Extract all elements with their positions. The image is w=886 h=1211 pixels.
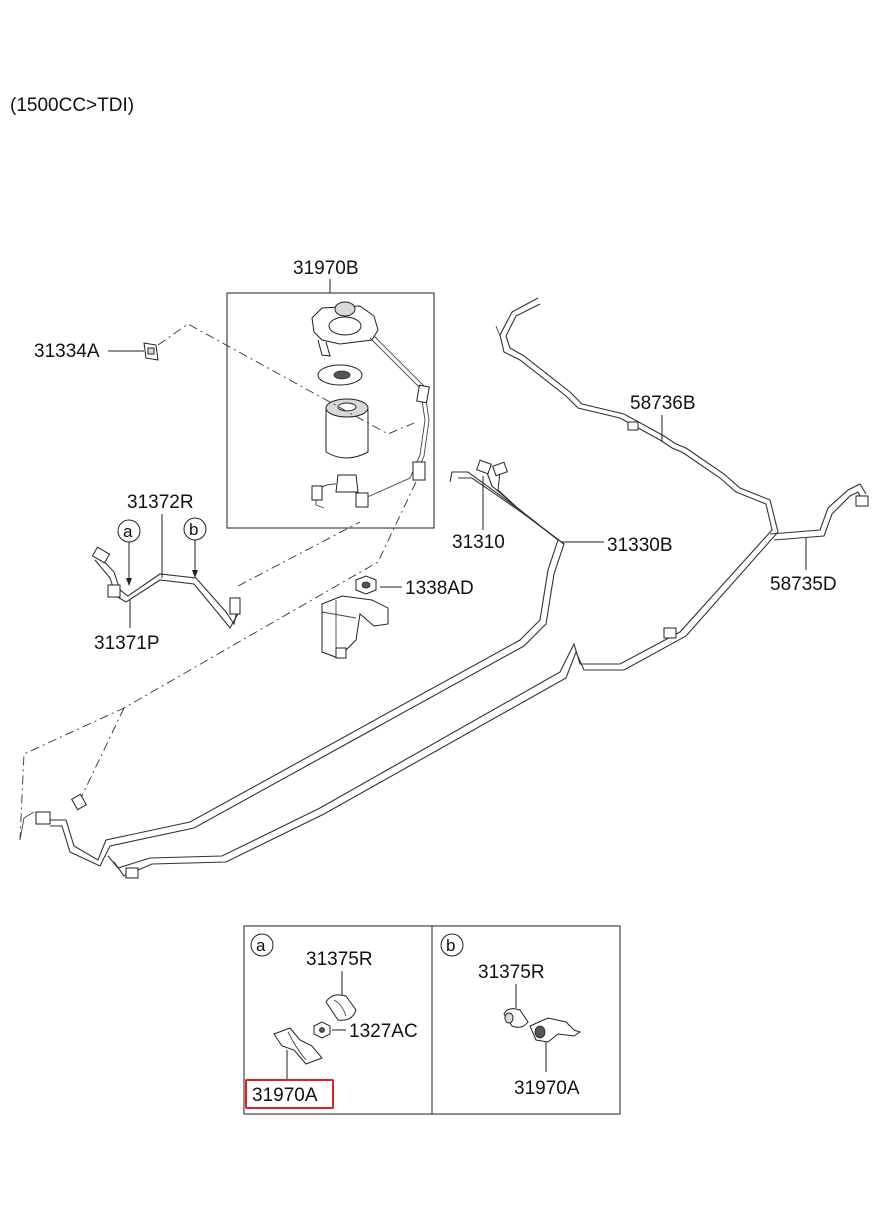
part-label-31371P[interactable]: 31371P <box>94 633 160 654</box>
detail-a-label-31375R[interactable]: 31375R <box>306 949 373 970</box>
detail-a-label-1327AC[interactable]: 1327AC <box>349 1021 418 1042</box>
detail-b-marker: b <box>440 933 464 957</box>
filter-cartridge <box>325 398 369 459</box>
svg-text:a: a <box>123 522 133 541</box>
clamp-31970A-a[interactable] <box>273 1027 323 1065</box>
svg-text:a: a <box>256 936 266 955</box>
filter-bracket <box>321 595 389 659</box>
detail-a-label-31970A[interactable]: 31970A <box>252 1085 318 1106</box>
part-label-31334A[interactable]: 31334A <box>34 341 100 362</box>
svg-text:b: b <box>189 520 198 539</box>
part-label-58735D[interactable]: 58735D <box>770 574 837 595</box>
part-label-58736B[interactable]: 58736B <box>630 393 696 414</box>
part-label-31970B[interactable]: 31970B <box>293 258 359 279</box>
detail-b-label-31375R[interactable]: 31375R <box>478 962 545 983</box>
vapor-line-58736B[interactable] <box>107 297 779 879</box>
callout-a-marker[interactable]: a <box>117 519 141 543</box>
filter-head <box>311 301 379 357</box>
fuel-line-31330B[interactable] <box>19 459 565 867</box>
highlight-31970A <box>245 1079 334 1109</box>
detail-panels <box>243 925 621 1115</box>
variant-title: (1500CC>TDI) <box>10 95 134 116</box>
detail-a-marker: a <box>250 933 274 957</box>
detail-b: b 31375R 31970A <box>440 933 582 1099</box>
vapor-line-58735D[interactable] <box>769 483 869 541</box>
rubber-insulator-b[interactable] <box>503 1008 529 1028</box>
detail-b-label-31970A[interactable]: 31970A <box>514 1078 580 1099</box>
part-label-1338AD[interactable]: 1338AD <box>405 578 474 599</box>
clip-31334A[interactable] <box>143 342 159 361</box>
callout-b-marker[interactable]: b <box>183 517 207 541</box>
nut-1338AD[interactable] <box>355 575 377 595</box>
fuel-filter-assembly[interactable] <box>226 292 435 529</box>
part-label-31372R[interactable]: 31372R <box>127 492 194 513</box>
rubber-insulator-a[interactable] <box>325 994 357 1021</box>
filter-seal-ring <box>317 364 363 386</box>
nut-1327AC[interactable] <box>313 1021 331 1039</box>
detail-a: a 31375R 1327AC 31970A <box>245 933 418 1109</box>
svg-text:b: b <box>446 936 455 955</box>
part-label-31310[interactable]: 31310 <box>452 532 505 553</box>
part-label-31330B[interactable]: 31330B <box>607 535 673 556</box>
hose-group-31372R[interactable] <box>91 546 241 629</box>
water-sensor <box>311 474 359 509</box>
clamp-31970A-b[interactable] <box>529 1017 582 1043</box>
